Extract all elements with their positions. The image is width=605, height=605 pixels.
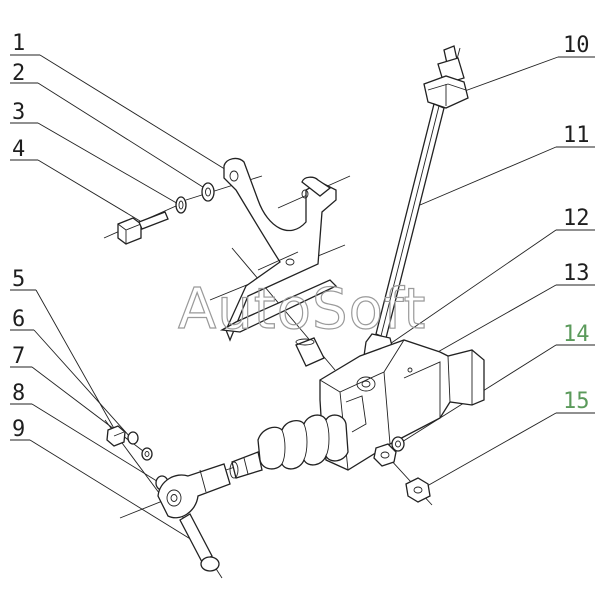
callout-13: 13 (563, 261, 590, 286)
callout-14: 14 (563, 322, 590, 347)
piston-rod-tip (229, 451, 263, 479)
part-1-bracket (219, 157, 338, 342)
callout-10: 10 (563, 33, 590, 58)
part-2-washer (201, 182, 215, 202)
callout-11: 11 (563, 123, 590, 148)
part-9-clevis-pin (179, 513, 220, 572)
part-10-union-nut (423, 45, 469, 109)
callout-15: 15 (563, 389, 590, 414)
part-7-washer (141, 447, 153, 461)
rubber-boot (257, 414, 349, 470)
callout-labels: 1 2 3 4 5 6 7 8 9 10 11 12 13 14 15 (12, 31, 590, 442)
part-6-washer (127, 431, 139, 445)
part-4-bolt (117, 211, 169, 245)
callout-3: 3 (12, 100, 25, 125)
part-3-washer (175, 196, 187, 214)
callout-6: 6 (12, 307, 25, 332)
watermark-text: AutoSoft (178, 277, 427, 342)
part-14-nut (373, 443, 397, 467)
callout-2: 2 (12, 61, 25, 86)
push-rod (295, 337, 325, 367)
callout-4: 4 (12, 137, 25, 162)
part-5-nut (106, 425, 126, 447)
callout-5: 5 (12, 267, 25, 292)
callout-12: 12 (563, 206, 590, 231)
callout-7: 7 (12, 344, 25, 369)
callout-8: 8 (12, 381, 25, 406)
clevis-fork (157, 463, 231, 519)
part-15-washer-nut (391, 436, 431, 503)
callout-9: 9 (12, 417, 25, 442)
callout-1: 1 (12, 31, 25, 56)
